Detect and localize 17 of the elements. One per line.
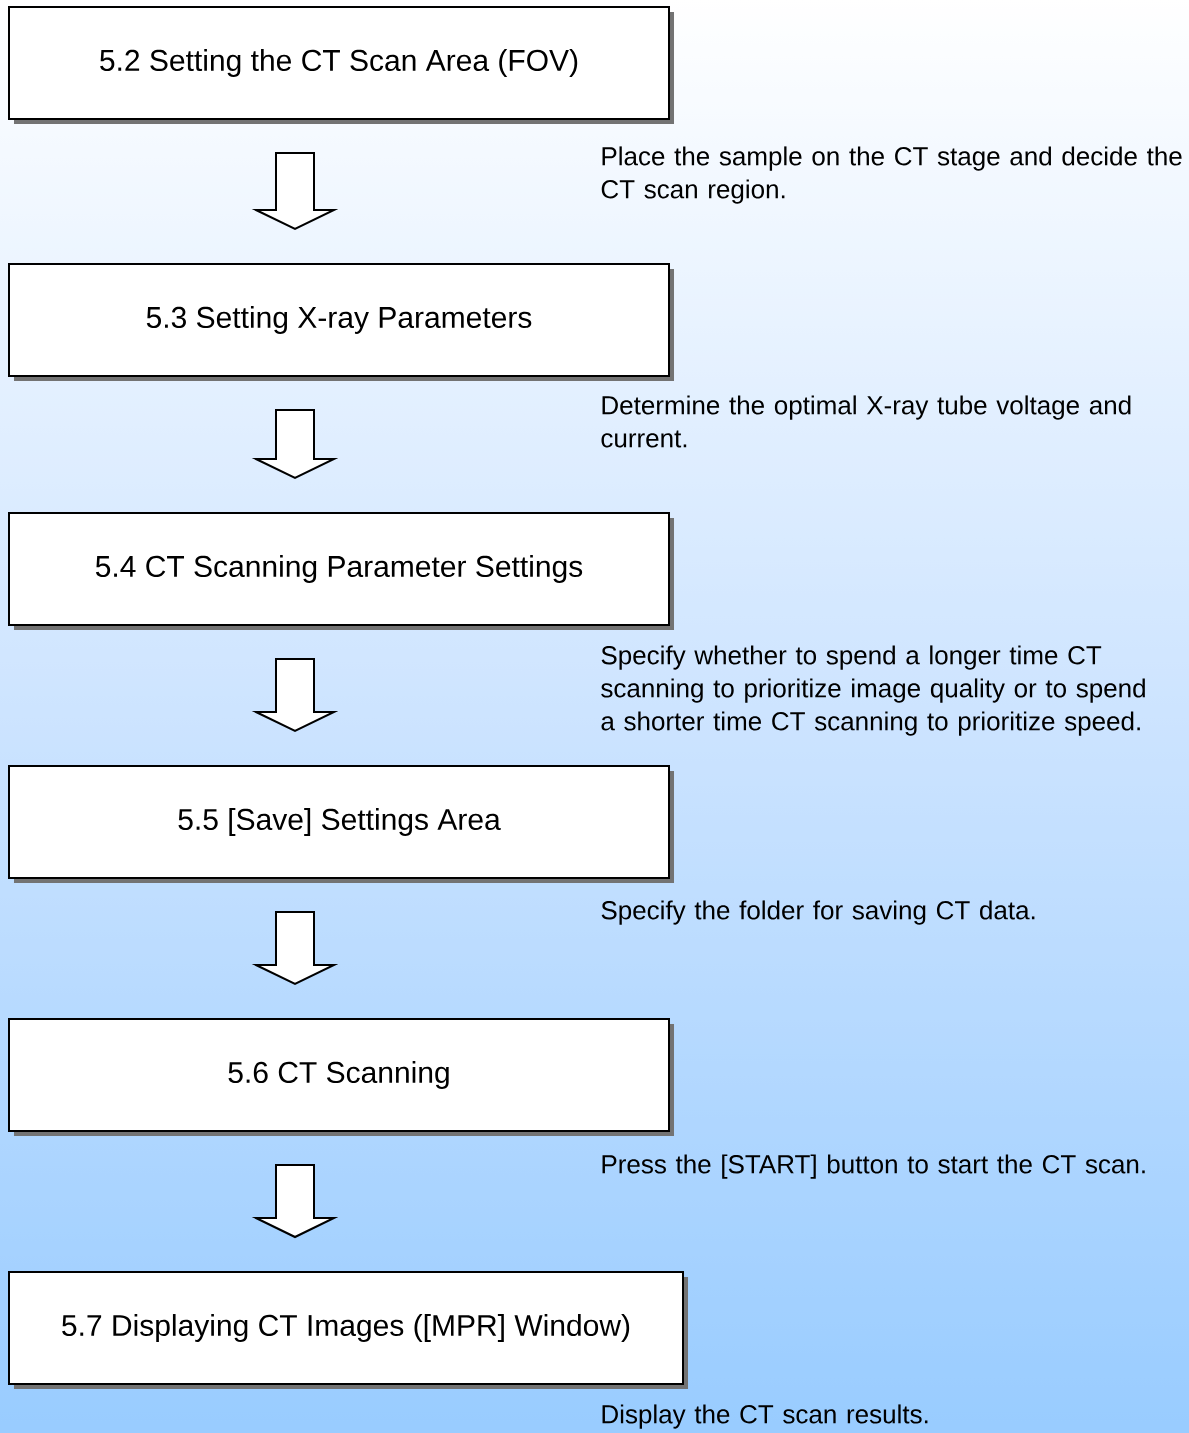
step-box: 5.2 Setting the CT Scan Area (FOV) bbox=[8, 6, 674, 124]
step-description: Display the CT scan results. bbox=[602, 1404, 928, 1429]
step-box: 5.3 Setting X-ray Parameters bbox=[8, 263, 674, 381]
block-arrow bbox=[251, 409, 339, 480]
step-description: Determine the optimal X-ray tube voltage and current. bbox=[601, 395, 1131, 448]
block-arrow bbox=[251, 1164, 339, 1239]
step-description: Press the [START] button to start the CT scan. bbox=[602, 1154, 1145, 1179]
block-arrow bbox=[251, 658, 339, 733]
step-box: 5.4 CT Scanning Parameter Settings bbox=[8, 512, 674, 630]
block-arrow bbox=[251, 911, 339, 986]
block-arrow bbox=[251, 152, 339, 231]
step-description: Place the sample on the CT stage and decide the CT scan region. bbox=[601, 146, 1182, 204]
step-box: 5.6 CT Scanning bbox=[8, 1018, 674, 1136]
step-description: Specify the folder for saving CT data. bbox=[601, 900, 1035, 925]
step-box: 5.5 [Save] Settings Area bbox=[8, 765, 674, 883]
step-box: 5.7 Displaying CT Images ([MPR] Window) bbox=[8, 1271, 688, 1389]
step-description: Specify whether to spend a longer time CT scanning to prioritize image quality or to spend a shorter time CT scanning to prioritize speed. bbox=[601, 645, 1145, 736]
